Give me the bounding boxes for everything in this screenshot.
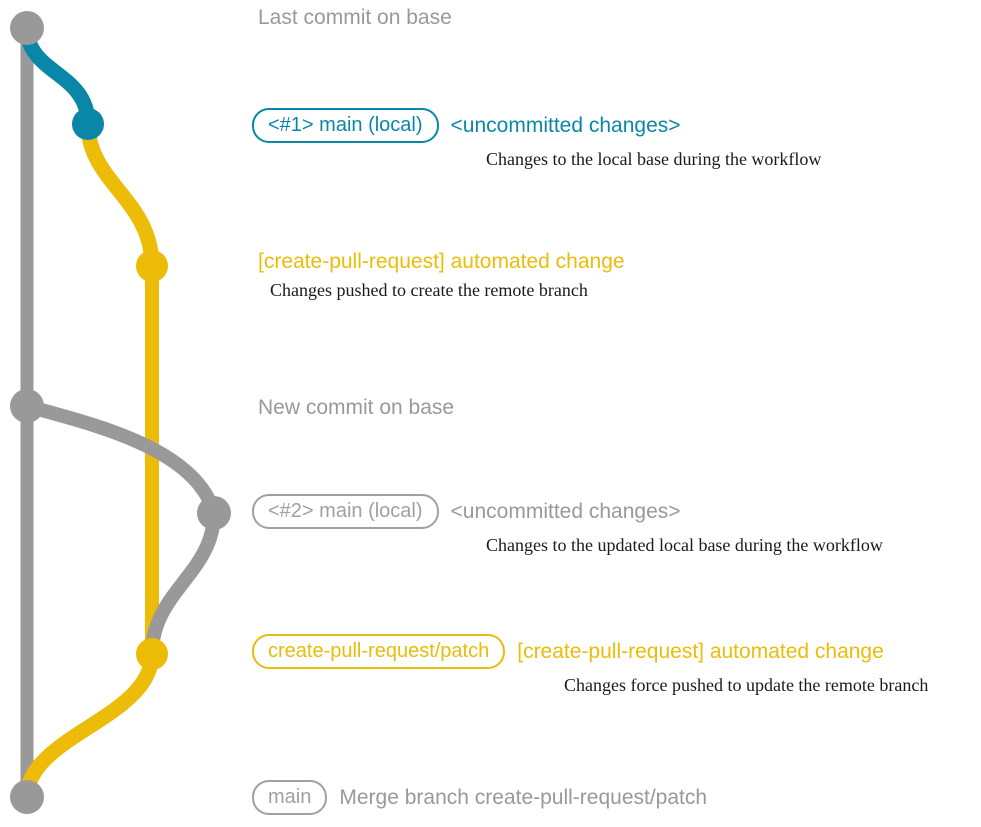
commit-message-last-commit-on-base: Last commit on base	[258, 6, 452, 29]
commit-node-base-2[interactable]	[10, 389, 44, 423]
annotation-last-commit-on-base: Last commit on base	[252, 6, 452, 30]
commit-node-base-3[interactable]	[10, 780, 44, 814]
ref-badge-main[interactable]: main	[252, 780, 328, 815]
commit-message-uncommitted-changes-1: <uncommitted changes>	[450, 113, 681, 137]
commit-node-remote-2[interactable]	[136, 638, 168, 670]
annotation-merge-commit: main Merge branch create-pull-request/pa…	[252, 780, 707, 815]
sub-note-uncommitted-changes-2: Changes to the updated local base during…	[486, 535, 883, 555]
commit-message-automated-change-1: [create-pull-request] automated change	[258, 250, 625, 273]
row-head: <#1> main (local) <uncommitted changes>	[252, 108, 821, 143]
row-head: New commit on base	[252, 396, 454, 420]
commit-node-base-1[interactable]	[10, 11, 44, 45]
edge-base-to-local-1	[19, 20, 96, 132]
commit-message-uncommitted-changes-2: <uncommitted changes>	[450, 499, 681, 523]
row-head: main Merge branch create-pull-request/pa…	[252, 780, 707, 815]
edge-base-2-to-local-2	[20, 399, 221, 520]
sub-note-automated-change-2: Changes force pushed to update the remot…	[564, 675, 929, 695]
ref-badge-main-local-2[interactable]: <#2> main (local)	[252, 494, 439, 529]
row-head: Last commit on base	[252, 6, 452, 30]
annotation-new-commit-on-base: New commit on base	[252, 396, 454, 420]
row-head: create-pull-request/patch [create-pull-r…	[252, 634, 928, 669]
edge-local-2-to-remote-2	[145, 506, 221, 661]
row-head: [create-pull-request] automated change	[252, 250, 625, 274]
annotation-uncommitted-changes-1: <#1> main (local) <uncommitted changes> …	[252, 108, 821, 170]
commit-message-new-commit-on-base: New commit on base	[258, 396, 455, 419]
ref-badge-create-pull-request-patch[interactable]: create-pull-request/patch	[252, 634, 506, 669]
annotation-automated-change-1: [create-pull-request] automated change C…	[252, 250, 625, 301]
commit-node-local-2[interactable]	[197, 496, 231, 530]
annotation-uncommitted-changes-2: <#2> main (local) <uncommitted changes> …	[252, 494, 883, 556]
row-head: <#2> main (local) <uncommitted changes>	[252, 494, 883, 529]
commit-node-local-1[interactable]	[72, 108, 104, 140]
commit-message-automated-change-2: [create-pull-request] automated change	[517, 639, 884, 663]
ref-badge-main-local-1[interactable]: <#1> main (local)	[252, 108, 439, 143]
commit-message-merge: Merge branch create-pull-request/patch	[339, 785, 708, 809]
sub-note-automated-change-1: Changes pushed to create the remote bran…	[270, 280, 588, 300]
commit-node-remote-1[interactable]	[136, 250, 168, 282]
git-commit-graph	[10, 11, 231, 814]
annotation-automated-change-2: create-pull-request/patch [create-pull-r…	[252, 634, 928, 696]
edge-local-1-to-remote-1	[80, 116, 160, 274]
sub-note-uncommitted-changes-1: Changes to the local base during the wor…	[486, 149, 822, 169]
edge-remote-2-to-base-3	[19, 646, 160, 805]
